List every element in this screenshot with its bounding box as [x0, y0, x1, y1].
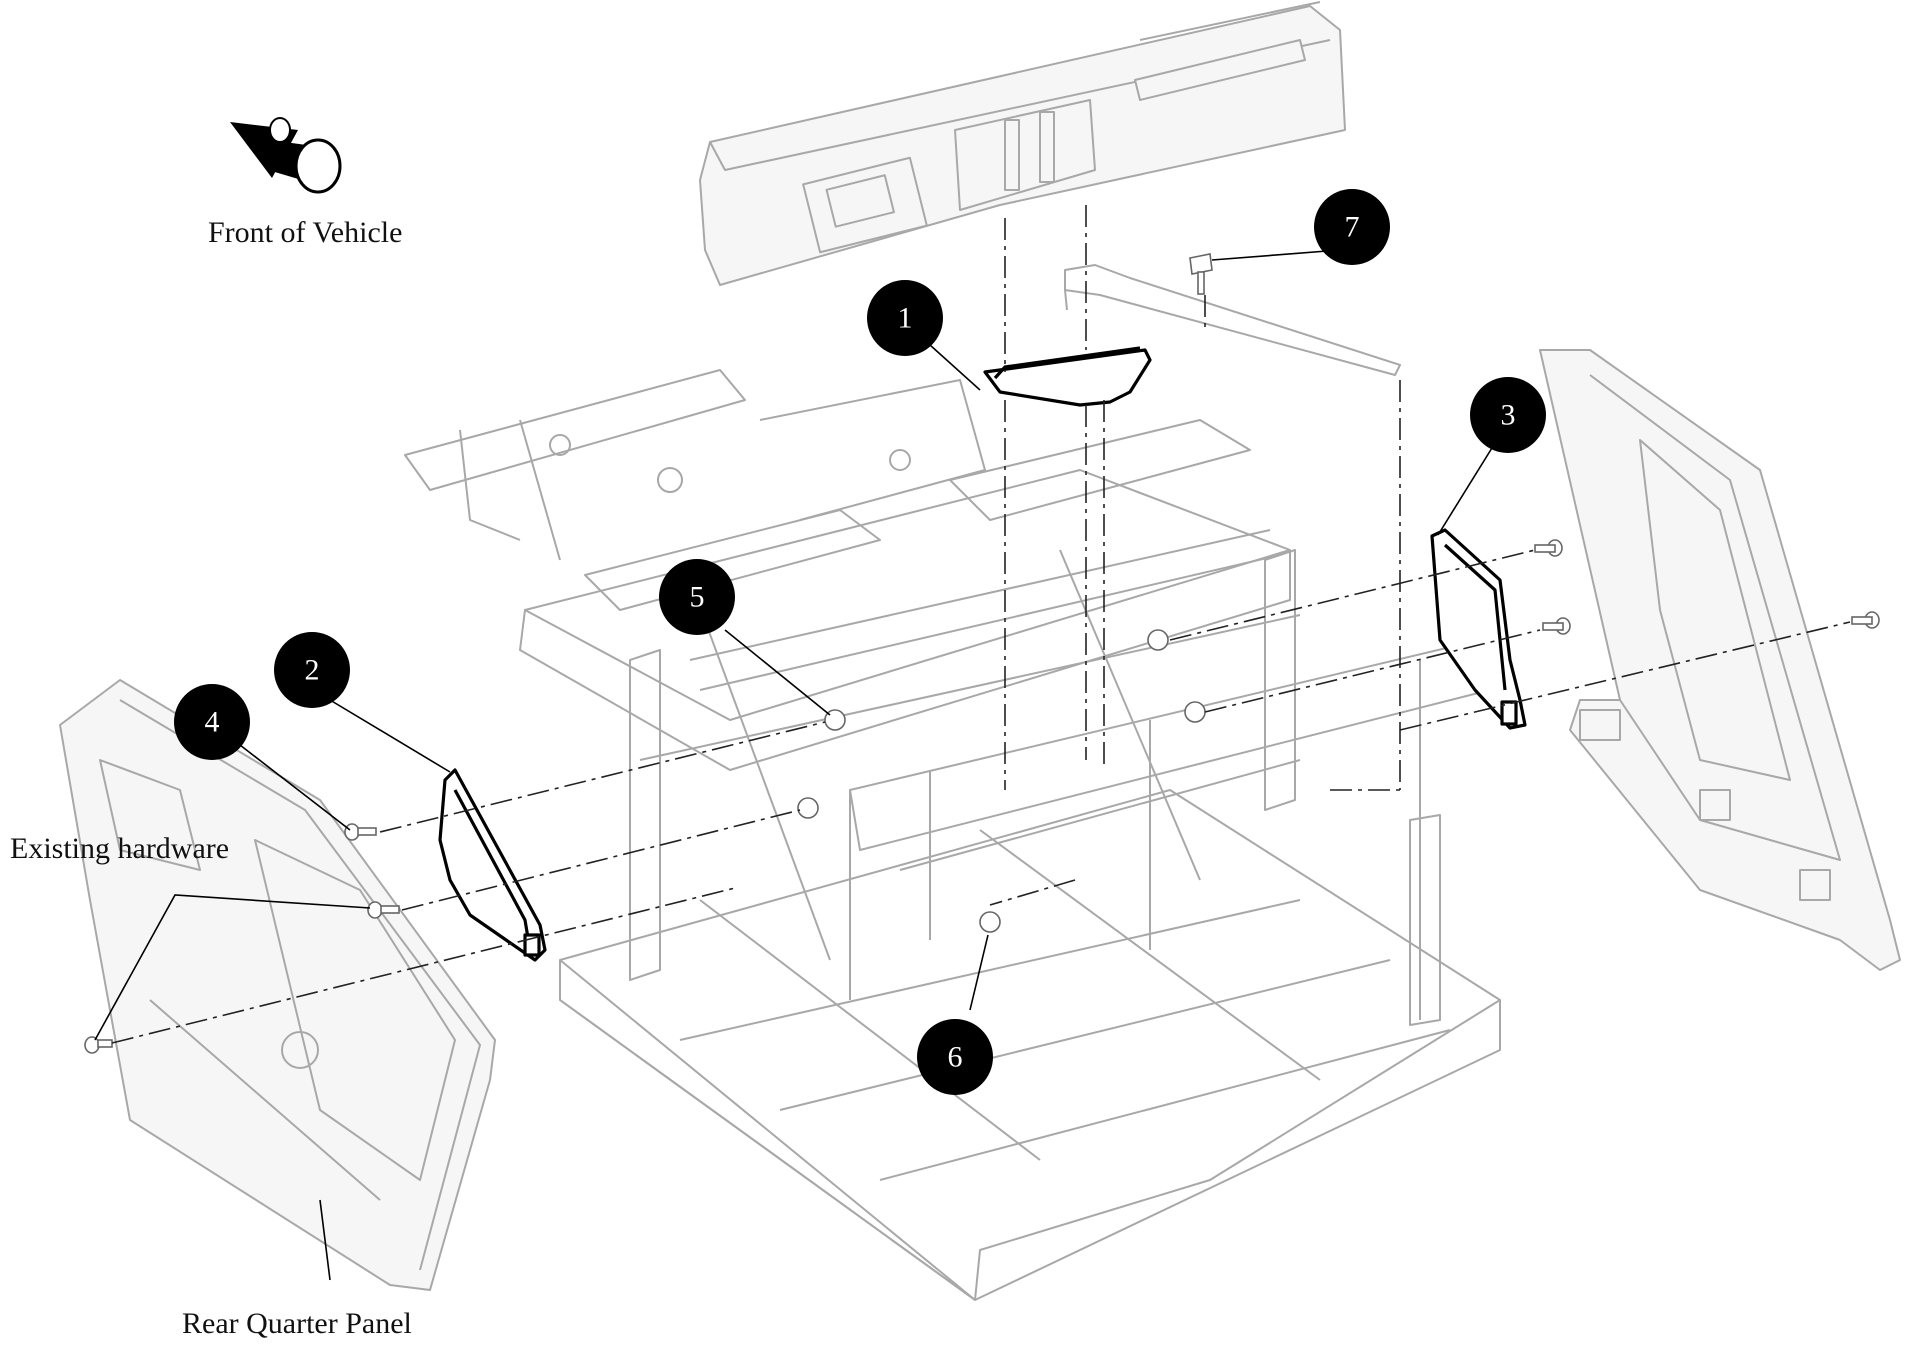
callout-7: 7: [1314, 189, 1390, 265]
hardware-bolts: [84, 539, 1880, 1054]
part-2-side-bracket: [438, 768, 547, 962]
callout-5: 5: [659, 559, 735, 635]
svg-text:6: 6: [948, 1041, 963, 1074]
svg-text:1: 1: [898, 302, 913, 335]
svg-text:3: 3: [1501, 399, 1516, 432]
callout-2: 2: [274, 632, 350, 708]
callout-3: 3: [1470, 377, 1546, 453]
callout-4: 4: [174, 684, 250, 760]
rear-quarter-panel-label: Rear Quarter Panel: [182, 1307, 412, 1340]
support-rail: [1064, 264, 1401, 376]
front-of-vehicle-label: Front of Vehicle: [208, 216, 402, 249]
leader-lines: [94, 249, 1501, 1281]
alignment-lines: [111, 205, 1851, 1044]
bolt-7: [1189, 253, 1213, 295]
rear-upper-panel: [699, 1, 1346, 286]
direction-cone-icon: [230, 117, 342, 194]
svg-text:7: 7: [1345, 211, 1360, 244]
callout-1: 1: [867, 280, 943, 356]
right-quarter-panel: [1539, 349, 1901, 971]
existing-hardware-label: Existing hardware: [10, 832, 229, 865]
svg-text:2: 2: [305, 654, 320, 687]
part-1-bracket: [983, 346, 1152, 407]
vehicle-frame: [404, 369, 1501, 1301]
svg-text:4: 4: [205, 706, 220, 739]
part-3-side-bracket: [1430, 528, 1527, 730]
callout-6: 6: [917, 1019, 993, 1095]
svg-text:5: 5: [690, 581, 705, 614]
